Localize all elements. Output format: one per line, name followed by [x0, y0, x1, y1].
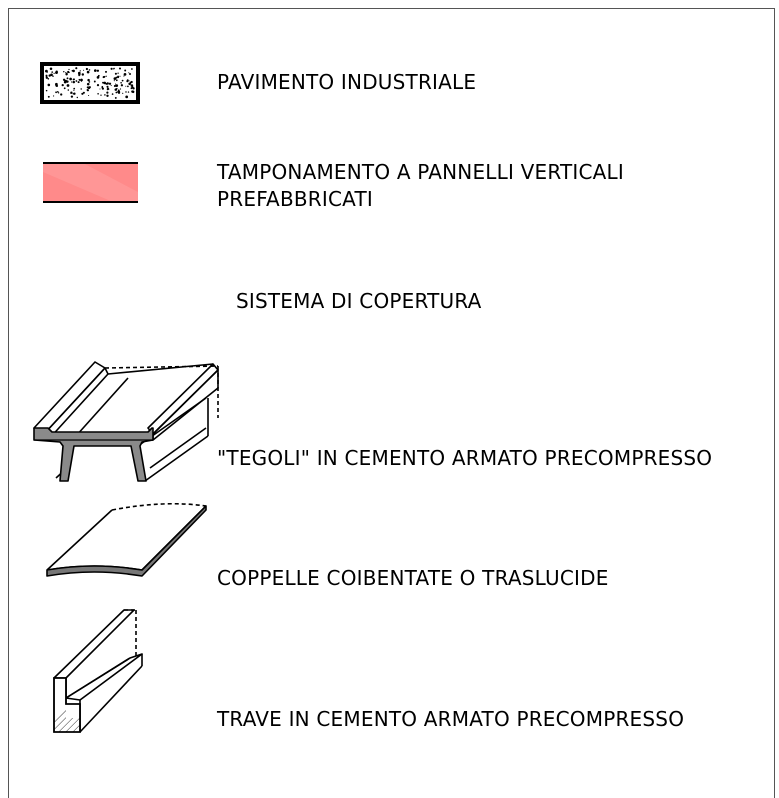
stippled-concrete-swatch-icon: [40, 62, 140, 104]
curved-panel-icon: [46, 502, 207, 577]
pink-panel-swatch-icon: [43, 162, 138, 203]
label-coppelle: COPPELLE COIBENTATE O TRASLUCIDE: [217, 566, 609, 590]
double-tee-beam-icon: [33, 361, 219, 482]
label-tamponamento-line2: PREFABBRICATI: [217, 187, 373, 211]
label-tegoli: "TEGOLI" IN CEMENTO ARMATO PRECOMPRESSO: [217, 446, 713, 470]
label-pavimento: PAVIMENTO INDUSTRIALE: [217, 70, 477, 94]
l-beam-icon: [53, 609, 143, 733]
legend-frame: [8, 8, 775, 798]
section-title: SISTEMA DI COPERTURA: [236, 289, 482, 313]
label-tamponamento-line1: TAMPONAMENTO A PANNELLI VERTICALI: [217, 160, 624, 184]
label-trave: TRAVE IN CEMENTO ARMATO PRECOMPRESSO: [217, 707, 685, 731]
